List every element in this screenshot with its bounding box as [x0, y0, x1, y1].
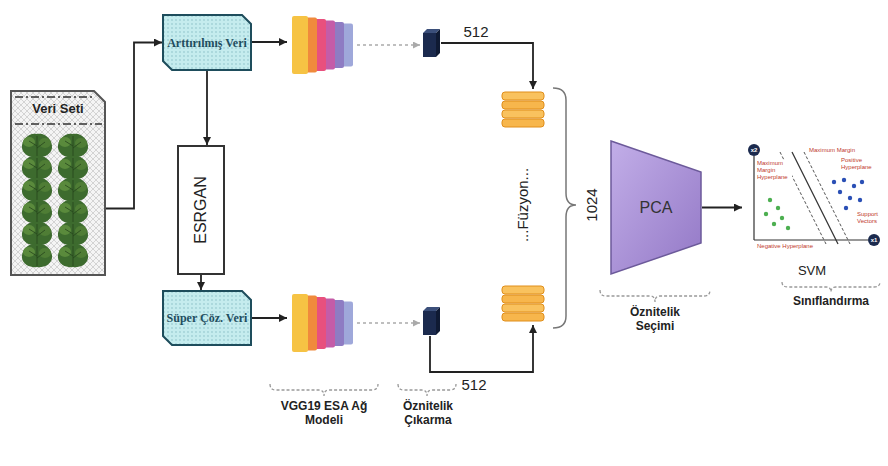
drawing-part	[772, 222, 776, 226]
drawing-part	[398, 384, 456, 396]
fusion-stack	[502, 286, 544, 321]
drawing-part	[11, 91, 105, 275]
flow-connector	[206, 71, 208, 145]
node-label: Veri Seti	[32, 101, 83, 117]
process-box: ESRGAN	[177, 145, 225, 275]
node-text-box: Süper Çöz. Veri	[162, 290, 252, 346]
feature-line	[430, 325, 533, 372]
plot-note: Maximum Margin Hyperplane	[756, 160, 792, 181]
feature-map-stack	[292, 16, 353, 74]
node-outline	[10, 90, 106, 276]
drawing-part	[782, 282, 880, 292]
drawing-part	[848, 196, 852, 200]
node-text-box: ESRGAN	[177, 145, 225, 275]
node-text-box: Veri Seti	[10, 90, 106, 276]
dataset-panel	[11, 91, 105, 275]
drawing-part	[786, 226, 790, 230]
drawing-part	[58, 156, 88, 179]
annotation-label: ...Füzyon...	[514, 168, 531, 242]
drawing-part	[860, 180, 864, 184]
drawing-part	[58, 178, 88, 201]
fusion-brace	[553, 88, 576, 328]
drawing-part	[22, 200, 52, 223]
group-brackets	[270, 282, 880, 396]
dotted-arrow	[357, 44, 420, 46]
annotation-label: VGG19 ESA Ağ Modeli	[268, 400, 380, 428]
annotation-label: Öznitelik Çıkarma	[392, 400, 464, 428]
drawing-part	[22, 178, 52, 201]
drawing-part	[764, 198, 790, 230]
drawing-part	[832, 180, 836, 184]
annotation-label: 512	[458, 376, 490, 393]
drawing-part	[832, 178, 864, 210]
plot-note: Positive Hyperplane	[840, 157, 878, 171]
feature-vector-block	[423, 29, 440, 57]
plot-note: Maximum Margin	[808, 147, 856, 154]
drawing-part	[22, 156, 52, 179]
feature-line	[441, 43, 533, 89]
node-label: Süper Çöz. Veri	[163, 311, 252, 325]
drawing-part	[22, 244, 52, 267]
drawing-part	[15, 123, 102, 125]
annotation-label: 512	[460, 23, 492, 40]
drawing-part	[858, 198, 862, 202]
node-label: Arttırılmış Veri	[163, 36, 251, 50]
annotation-label: 1024	[583, 188, 600, 221]
drawing-part	[842, 178, 846, 182]
drawing-part	[22, 134, 52, 157]
data-box: Süper Çöz. Veri	[162, 290, 252, 346]
data-box: Arttırılmış Veri	[162, 14, 252, 71]
feature-map-stack	[292, 294, 353, 352]
drawing-part	[768, 198, 772, 202]
dataset-box: Veri Seti	[10, 90, 106, 276]
annotation-label: Öznitelik Seçimi	[612, 306, 698, 334]
drawing-part	[792, 152, 838, 244]
annotation-label: Sınıflandırma	[781, 295, 881, 309]
node-text-box: PCA	[610, 140, 702, 275]
axis-label: x2	[748, 144, 760, 156]
drawing-part	[58, 222, 88, 245]
dotted-arrow	[357, 322, 420, 324]
drawing-part	[22, 222, 52, 245]
pca-trapezoid	[611, 141, 701, 274]
drawing-part	[776, 206, 780, 210]
drawing-part	[844, 206, 848, 210]
plot-note: Negative Hyperplane	[756, 243, 814, 250]
drawing-part	[58, 200, 88, 223]
drawing-part	[58, 244, 88, 267]
node-label: PCA	[640, 199, 673, 217]
flow-connector	[702, 207, 742, 209]
data-box-border	[163, 15, 251, 70]
drawing-part	[58, 134, 88, 157]
node-label: SVM	[798, 263, 826, 278]
pca-block: PCA	[610, 140, 702, 275]
drawing-part	[15, 96, 92, 98]
node-text-box: Arttırılmış Veri	[162, 14, 252, 71]
flow-connector	[106, 43, 162, 209]
dataset-border	[11, 91, 105, 275]
axis-label: x1	[868, 234, 880, 246]
drawing-part	[780, 216, 784, 220]
fusion-stack	[502, 92, 544, 127]
flow-connector	[200, 275, 202, 290]
feature-vector-block	[423, 307, 440, 335]
plot-note: Support Vectors	[856, 211, 886, 225]
node-label: ESRGAN	[192, 176, 210, 244]
drawing-part	[838, 190, 842, 194]
drawing-part	[764, 212, 768, 216]
process-border	[178, 146, 224, 274]
drawing-part	[270, 384, 378, 396]
drawing-part	[852, 184, 856, 188]
data-box-border	[163, 291, 251, 345]
drawing-part	[600, 290, 710, 302]
